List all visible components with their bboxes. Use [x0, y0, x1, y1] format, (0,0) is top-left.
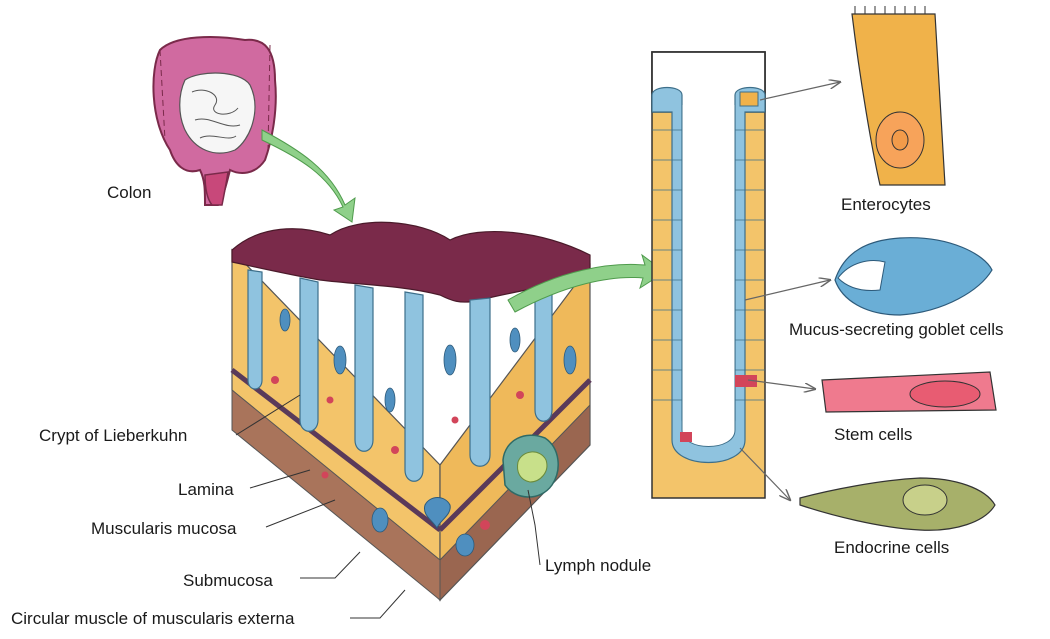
label-muscularis-mucosa: Muscularis mucosa: [91, 520, 237, 537]
label-stem-cells: Stem cells: [834, 426, 912, 443]
label-crypt-of-lieberkuhn: Crypt of Lieberkuhn: [39, 427, 187, 444]
label-lamina: Lamina: [178, 481, 234, 498]
enterocyte-cell: [852, 6, 945, 185]
goblet-cell: [835, 238, 992, 315]
label-submucosa: Submucosa: [183, 572, 273, 589]
label-goblet-cells: Mucus-secreting goblet cells: [789, 321, 1003, 338]
label-colon: Colon: [107, 184, 151, 201]
stem-cell: [822, 372, 996, 412]
crypt-detail: [652, 52, 765, 498]
arrow-colon-to-section: [262, 130, 355, 222]
colon-illustration: [153, 37, 275, 205]
lymph-nodule-shape: [503, 435, 558, 497]
label-lymph-nodule: Lymph nodule: [545, 557, 651, 574]
label-enterocytes: Enterocytes: [841, 196, 931, 213]
tissue-block: [232, 222, 590, 600]
endocrine-cell: [800, 478, 995, 530]
label-circular-muscle: Circular muscle of muscularis externa: [11, 610, 294, 627]
label-endocrine-cells: Endocrine cells: [834, 539, 949, 556]
